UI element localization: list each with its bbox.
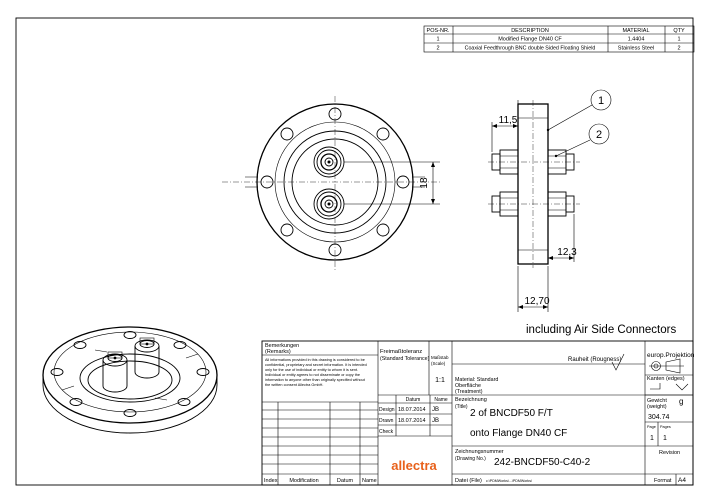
surface-title: Oberfläche bbox=[455, 383, 481, 389]
balloon-2-label: 2 bbox=[596, 129, 602, 141]
sheet-border bbox=[15, 17, 694, 486]
dimension-11-5: 11,5 bbox=[499, 115, 518, 126]
bnc-connector-upper bbox=[313, 146, 345, 178]
remarks-title: Bemerkungen bbox=[265, 343, 299, 349]
isometric-view bbox=[42, 326, 218, 434]
row-check-label: Check bbox=[379, 429, 394, 435]
scale-sub: (Scale) bbox=[431, 361, 446, 366]
projection-symbol-icon bbox=[649, 358, 684, 374]
pages-value: 1 bbox=[663, 435, 667, 442]
bom-row2-pos: 2 bbox=[436, 46, 439, 52]
dimension-18: 18 bbox=[419, 177, 430, 189]
remarks-sub: (Remarks) bbox=[265, 349, 291, 355]
bom-header-qty: QTY bbox=[673, 28, 685, 34]
sheet-value: 1 bbox=[650, 435, 654, 442]
bom-row1-qty: 1 bbox=[677, 37, 680, 43]
row-design-date: 18.07.2014 bbox=[398, 407, 426, 413]
title-line-2: onto Flange DN40 CF bbox=[470, 428, 567, 439]
row-drawn-label: Drawn bbox=[379, 418, 394, 424]
format-value: A4 bbox=[678, 477, 686, 484]
edges-label: Kanten (edges) bbox=[647, 376, 685, 382]
sheet-label: Page bbox=[647, 425, 656, 429]
scale-title: Maßstab bbox=[431, 355, 449, 360]
projection-label: europ.Projektion bbox=[647, 352, 695, 359]
balloon-1 bbox=[590, 89, 612, 111]
weight-sub: (weight) bbox=[647, 404, 667, 410]
bom-row2-material: Stainless Steel bbox=[618, 46, 654, 52]
bom-header-description: DESCRIPTION bbox=[511, 28, 549, 34]
row-design-name: JB bbox=[432, 407, 439, 413]
scale-value: 1:1 bbox=[435, 377, 445, 384]
dimension-12-3: 12,3 bbox=[557, 247, 577, 258]
weight-value: 304.74 bbox=[648, 414, 670, 421]
bom-table: POS-NR. DESCRIPTION MATERIAL QTY 1 Modif… bbox=[423, 25, 695, 53]
disclaimer-line-2: confidential, proprietary and secret inf… bbox=[265, 363, 367, 367]
logo-text: allectra bbox=[391, 458, 437, 473]
bom-header-material: MATERIAL bbox=[622, 28, 649, 34]
title-block: Bemerkungen (Remarks) All informations p… bbox=[261, 340, 695, 486]
bom-row1-pos: 1 bbox=[436, 37, 439, 43]
edges-symbol-icon bbox=[650, 383, 689, 391]
tolerance-title: Freimaßtoleranz bbox=[380, 349, 422, 355]
footer-name: Name bbox=[362, 478, 377, 484]
bom-row1-material: 1.4404 bbox=[628, 37, 645, 43]
bnc-connector-lower bbox=[313, 188, 345, 220]
drawing-number: 242-BNCDF50-C40-2 bbox=[494, 457, 591, 468]
bom-header-pos: POS-NR. bbox=[427, 28, 450, 34]
revision-grid bbox=[262, 402, 378, 485]
file-path: c:\PDMWorks\...\PDMWorks\ bbox=[486, 479, 532, 483]
balloon-1-label: 1 bbox=[598, 95, 604, 107]
disclaimer-line-1: All informations provided in this drawin… bbox=[265, 358, 365, 362]
drawing-no-title: Zeichnungsnummer bbox=[455, 449, 504, 455]
pages-label: Pages bbox=[660, 425, 671, 429]
disclaimer-line-4: Individual or entity agrees to not disse… bbox=[265, 373, 360, 377]
footer-index: Index bbox=[264, 478, 278, 484]
tolerance-sub: (Standard Tolerance) bbox=[380, 356, 430, 362]
dimension-12-70: 12,70 bbox=[524, 296, 549, 307]
front-view: 18 bbox=[222, 96, 440, 272]
note-text: including Air Side Connectors bbox=[526, 324, 676, 336]
file-label: Datei (File) bbox=[455, 478, 482, 484]
disclaimer-line-5: information to anyone other than origina… bbox=[265, 378, 366, 382]
drawing-no-sub: (Drawing No.) bbox=[455, 456, 486, 462]
footer-date: Datum bbox=[337, 478, 354, 484]
allectra-logo: allectra bbox=[391, 458, 437, 473]
bom-row2-description: Coaxial Feedthrough BNC double Sided Flo… bbox=[465, 46, 596, 52]
surface-sub: (Treatment) bbox=[455, 389, 483, 395]
row-drawn-name: JB bbox=[432, 418, 439, 424]
title-line-1: 2 of BNCDF50 F/T bbox=[470, 408, 553, 419]
designation-sub: (Title) bbox=[455, 404, 468, 410]
designation-title: Bezeichnung bbox=[455, 397, 487, 403]
balloon-2 bbox=[588, 123, 610, 145]
weight-title: Gewicht bbox=[647, 398, 667, 404]
name-header: Name bbox=[434, 397, 448, 403]
disclaimer-line-3: only for the use of individual or entity… bbox=[265, 368, 358, 372]
row-drawn-date: 18.07.2014 bbox=[398, 418, 426, 424]
material-line: Material: Standard bbox=[455, 377, 498, 383]
disclaimer-line-6: the written consent Allectra GmbH. bbox=[265, 383, 323, 387]
weight-unit: g bbox=[679, 397, 683, 406]
datum-header: Datum bbox=[406, 397, 421, 403]
footer-modification: Modification bbox=[289, 478, 318, 484]
roughness-label: Rauheit (Rougness) bbox=[568, 357, 621, 363]
revision-label: Revision bbox=[659, 450, 680, 456]
roughness-symbol bbox=[611, 353, 625, 371]
side-view: 11,5 12,3 12,70 1 2 bbox=[488, 89, 612, 312]
format-label: Format bbox=[654, 478, 672, 484]
bom-row2-qty: 2 bbox=[677, 46, 680, 52]
bolt-holes bbox=[260, 107, 410, 257]
bom-row1-description: Modified Flange DN40 CF bbox=[498, 37, 562, 43]
row-design-label: Design bbox=[379, 407, 395, 413]
